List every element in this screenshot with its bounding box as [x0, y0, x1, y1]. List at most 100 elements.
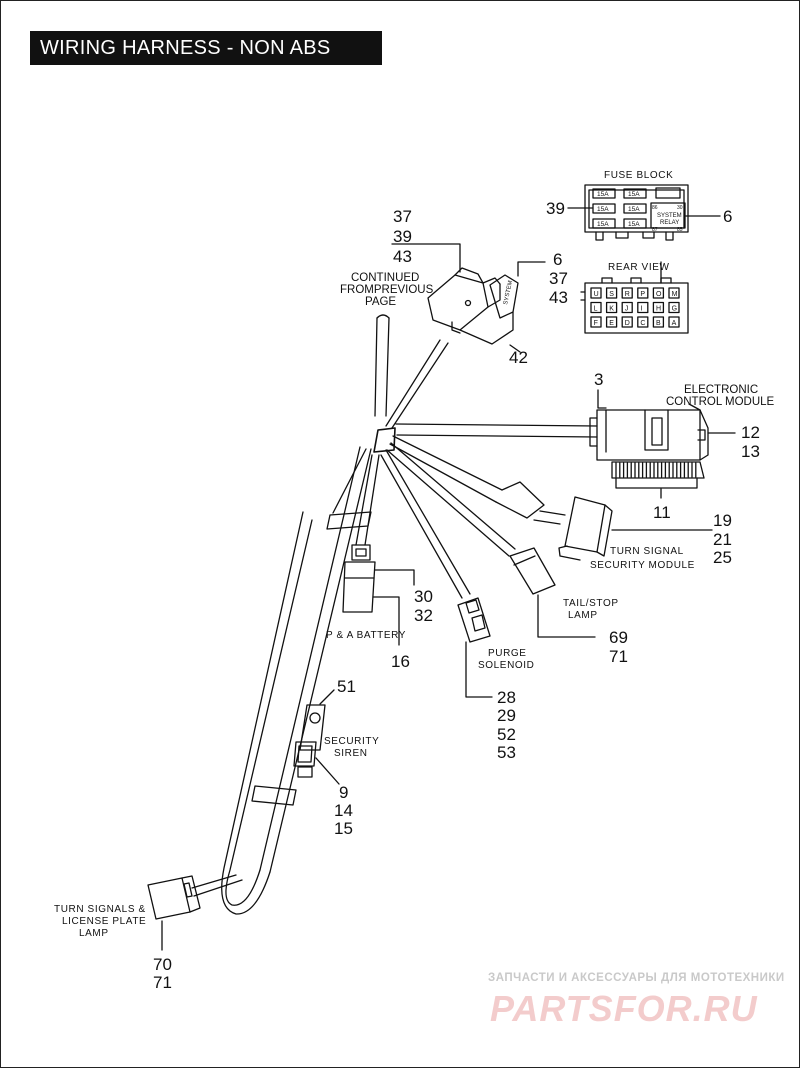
relay-pin: 87 [652, 227, 658, 233]
relay-connector-assembly [427, 267, 519, 345]
leader-6-37-43 [517, 261, 546, 277]
callout-number: 53 [497, 743, 516, 762]
fuse-label: 15A [597, 206, 609, 213]
callout-number: 19 [713, 511, 732, 530]
rear-view-cell [590, 287, 602, 299]
rear-view-cell-letter: D [625, 320, 630, 327]
connector-system-label: SYSTEM [503, 280, 514, 305]
rear-view-cell-letter: B [656, 320, 661, 327]
rear-view-cell-letter: G [672, 306, 677, 313]
rear-view-cell-letter: L [594, 306, 598, 313]
rear-view-cell [652, 316, 665, 328]
callout-number: 29 [497, 706, 516, 725]
callout-number: 15 [334, 819, 353, 838]
rear-view-cell [605, 301, 618, 314]
harness-stub-previous-page [374, 317, 390, 417]
callout-number: 16 [391, 652, 410, 671]
relay-pin: 85 [677, 227, 683, 233]
tsm-label: SECURITY MODULE [590, 560, 695, 571]
rear-view-cell [590, 301, 602, 314]
callout-number: 43 [549, 288, 568, 307]
ecm-label: CONTROL MODULE [666, 396, 775, 408]
callout-number: 12 [741, 423, 760, 442]
ecm-label: ELECTRONIC [684, 384, 758, 396]
pa-battery-label: P & A BATTERY [326, 630, 406, 641]
ecm-drawing [589, 409, 709, 489]
fuse-label: 15A [628, 221, 640, 228]
callout-number: 42 [509, 348, 528, 367]
leader-3 [597, 389, 607, 409]
callout-number: 51 [337, 677, 356, 696]
callout-number: 37 [549, 269, 568, 288]
rear-view-cell [637, 301, 649, 314]
leader-51 [319, 689, 335, 705]
rear-view-cell [637, 316, 649, 328]
callout-number: 25 [713, 548, 732, 567]
harness-branches [191, 339, 598, 915]
leader-69-71 [537, 594, 596, 638]
rear-view-cell-letter: J [625, 306, 629, 313]
turn-signals-label: TURN SIGNALS & [54, 904, 146, 915]
callout-number: 39 [393, 227, 412, 246]
rear-view-cell-letter: S [609, 291, 614, 298]
leader-9-14-15 [315, 757, 340, 785]
callout-number: 39 [546, 199, 565, 218]
callout-number: 11 [653, 503, 671, 522]
callout-number: 30 [414, 587, 433, 606]
tail-stop-lamp-connector-drawing [509, 547, 556, 595]
leader-30-32 [374, 569, 415, 586]
callout-number: 3 [594, 370, 603, 389]
relay-pin: 86 [652, 205, 658, 211]
turn-signals-label: LICENSE PLATE [62, 916, 146, 927]
fuse-label: 15A [597, 191, 609, 198]
continued-label: CONTINUED [351, 272, 419, 284]
continued-label: FROMPREVIOUS [340, 284, 434, 296]
purge-solenoid-connector-drawing [457, 597, 491, 643]
harness-junction [373, 427, 396, 453]
callout-number: 6 [553, 250, 562, 269]
rear-view-cell-letter: M [672, 291, 678, 298]
watermark-text: ЗАПЧАСТИ И АКСЕССУАРЫ ДЛЯ МОТОТЕХНИКИ [488, 972, 785, 984]
siren-label: SIREN [334, 748, 368, 759]
rear-view-label: REAR VIEW [608, 262, 670, 273]
callout-number: 21 [713, 530, 732, 549]
tail-lamp-label: TAIL/STOP [563, 598, 619, 609]
rear-view-cell [668, 301, 680, 314]
fuse-label: 15A [597, 221, 609, 228]
relay-label: SYSTEM [657, 213, 682, 219]
rear-view-cell [652, 287, 665, 299]
callout-number: 32 [414, 606, 433, 625]
rear-view-cell [621, 316, 633, 328]
callout-number: 9 [339, 783, 348, 802]
rear-view-cell-letter: O [656, 291, 662, 298]
callout-number: 37 [393, 207, 412, 226]
rear-view-cell [590, 316, 602, 328]
rear-view-cell [621, 301, 633, 314]
rear-view-cell-letter: R [625, 291, 630, 298]
callout-number: 43 [393, 247, 412, 266]
rear-view-cell-letter: K [609, 306, 614, 313]
security-siren-drawing [293, 704, 326, 778]
rear-view-cell [668, 287, 680, 299]
leader-28-29-52-53 [465, 641, 493, 698]
leader-16 [372, 596, 400, 646]
rear-view-cell [605, 287, 618, 299]
purge-label: SOLENOID [478, 660, 534, 671]
rear-view-cell-letter: P [640, 291, 645, 298]
page-title: WIRING HARNESS - NON ABS [30, 31, 382, 65]
callout-number: 52 [497, 725, 516, 744]
fuse-label: 15A [628, 191, 640, 198]
turn-signal-security-module-drawing [558, 496, 613, 561]
fuse-block-label: FUSE BLOCK [604, 170, 673, 181]
continued-label: PAGE [365, 296, 396, 308]
harness-clamp-upper [326, 511, 372, 530]
callout-number: 71 [153, 973, 172, 992]
callout-number: 71 [609, 647, 628, 666]
callout-number: 69 [609, 628, 628, 647]
callout-number: 6 [723, 207, 732, 226]
callout-number: 70 [153, 955, 172, 974]
rear-view-cell [605, 316, 618, 328]
tail-lamp-label: LAMP [568, 610, 598, 621]
